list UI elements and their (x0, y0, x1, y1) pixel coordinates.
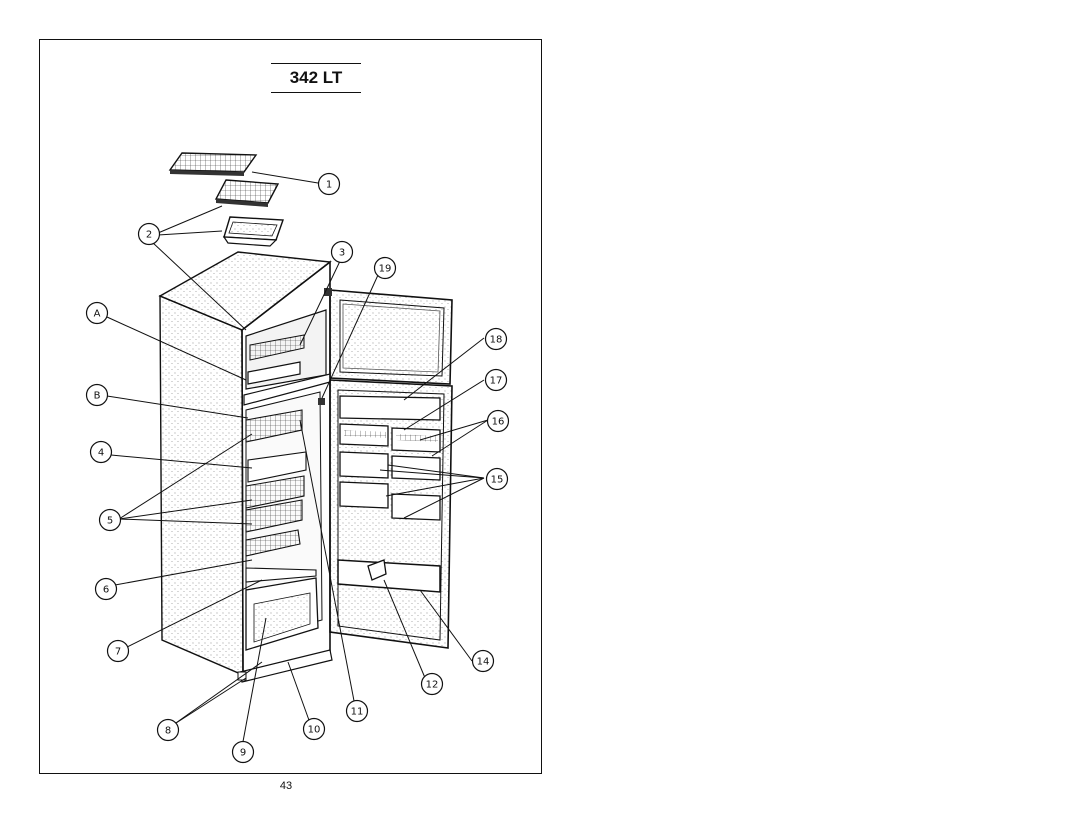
callout-circle (330, 240, 354, 264)
leader-lines (106, 171, 489, 748)
callout-label: B (94, 391, 101, 402)
model-title: 342 LT (271, 63, 361, 93)
callout-circle (485, 467, 509, 491)
page-frame (39, 39, 542, 774)
callout-label: 2 (146, 230, 152, 241)
callout-label: 16 (492, 417, 505, 428)
callout-label: 14 (477, 657, 490, 668)
callout-circle (137, 222, 161, 246)
callout-circle (471, 649, 495, 673)
callout-label: 9 (240, 748, 246, 759)
door-freezer (324, 288, 453, 385)
callout-label: 8 (165, 726, 171, 737)
callout-circle (420, 672, 444, 696)
fridge-compartment (245, 391, 323, 651)
callout-label: 4 (98, 448, 104, 459)
callout-circle (231, 740, 255, 764)
callout-circle (302, 717, 326, 741)
callout-label: A (94, 309, 101, 320)
page-number: 43 (279, 780, 293, 792)
callout-label: 19 (379, 264, 392, 275)
callout-label: 17 (490, 376, 503, 387)
callout-circle (89, 440, 113, 464)
callout-circle (484, 368, 508, 392)
callout-circle (156, 718, 180, 742)
callout-label: 12 (426, 680, 439, 691)
base-feet (237, 649, 333, 683)
callout-label: 15 (491, 475, 504, 486)
callout-circle (85, 301, 109, 325)
callout-circle (98, 508, 122, 532)
callout-label: 3 (339, 248, 345, 259)
ice-bin (222, 216, 284, 247)
callout-label: 1 (326, 180, 332, 191)
ice-tray-top (168, 152, 258, 176)
callout-circle (106, 639, 130, 663)
freezer-compartment (245, 309, 327, 390)
callout-label: 5 (107, 516, 113, 527)
callout-circle (373, 256, 397, 280)
callout-circle (484, 327, 508, 351)
callout-label: 7 (115, 647, 121, 658)
ice-tray-middle (214, 179, 280, 207)
callout-circle (486, 409, 510, 433)
callout-label: 11 (351, 707, 364, 718)
callout-label: 18 (490, 335, 503, 346)
callout-circle (317, 172, 341, 196)
cabinet-body (158, 251, 332, 677)
callout-circle (94, 577, 118, 601)
door-shelves (337, 395, 441, 593)
callout-circle (85, 383, 109, 407)
callout-label: 10 (308, 725, 321, 736)
callout-label: 6 (103, 585, 109, 596)
callout-circle (345, 699, 369, 723)
